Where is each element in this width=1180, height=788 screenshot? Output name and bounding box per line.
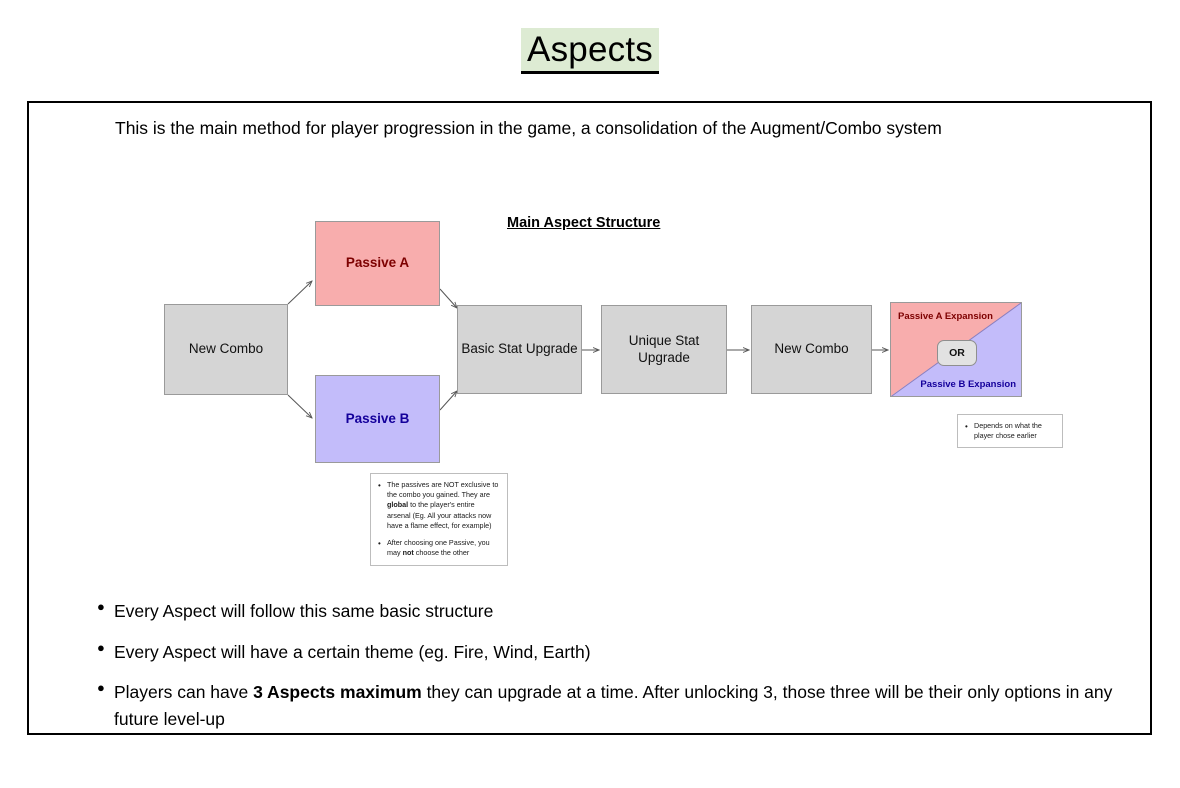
content-frame: This is the main method for player progr… (27, 101, 1152, 735)
list-item: Every Aspect will have a certain theme (… (69, 638, 1129, 666)
note-passives: The passives are NOT exclusive to the co… (370, 473, 508, 566)
note-depends-list: Depends on what the player chose earlier (963, 420, 1055, 441)
aspect-structure-diagram: Main Aspect Structure New Combo (29, 103, 1154, 583)
node-label: Passive B (345, 410, 410, 426)
node-new-combo-second[interactable]: New Combo (751, 305, 872, 394)
node-label: Unique Stat Upgrade (628, 332, 700, 365)
page-title-container: Aspects (0, 28, 1180, 75)
node-passive-b[interactable]: Passive B (315, 375, 440, 463)
list-item: Every Aspect will follow this same basic… (69, 597, 1129, 625)
expansion-label-a: Passive A Expansion (898, 311, 993, 322)
or-badge: OR (937, 340, 977, 366)
node-expansion-split[interactable]: Passive A Expansion Passive B Expansion … (890, 302, 1022, 397)
node-label: New Combo (774, 341, 849, 357)
node-passive-a[interactable]: Passive A (315, 221, 440, 306)
diagram-title: Main Aspect Structure (507, 215, 661, 231)
node-label: New Combo (188, 341, 264, 357)
intro-text: This is the main method for player progr… (115, 118, 942, 138)
node-new-combo-first[interactable]: New Combo (164, 304, 288, 395)
note-passives-list: The passives are NOT exclusive to the co… (376, 479, 500, 559)
list-item: Players can have 3 Aspects maximum they … (69, 678, 1129, 732)
node-basic-stat-upgrade[interactable]: Basic Stat Upgrade (457, 305, 582, 394)
node-label: Basic Stat Upgrade (461, 341, 578, 357)
node-unique-stat-upgrade[interactable]: Unique Stat Upgrade (601, 305, 727, 394)
page-title: Aspects (521, 28, 659, 75)
note-item: The passives are NOT exclusive to the co… (378, 479, 500, 531)
aspects-bullet-list: Every Aspect will follow this same basic… (69, 597, 1129, 746)
note-item: Depends on what the player chose earlier (965, 420, 1055, 441)
expansion-label-b: Passive B Expansion (920, 378, 1016, 390)
note-item: After choosing one Passive, you may not … (378, 538, 500, 558)
node-label: Passive A (345, 255, 410, 271)
note-depends: Depends on what the player chose earlier (957, 414, 1063, 449)
